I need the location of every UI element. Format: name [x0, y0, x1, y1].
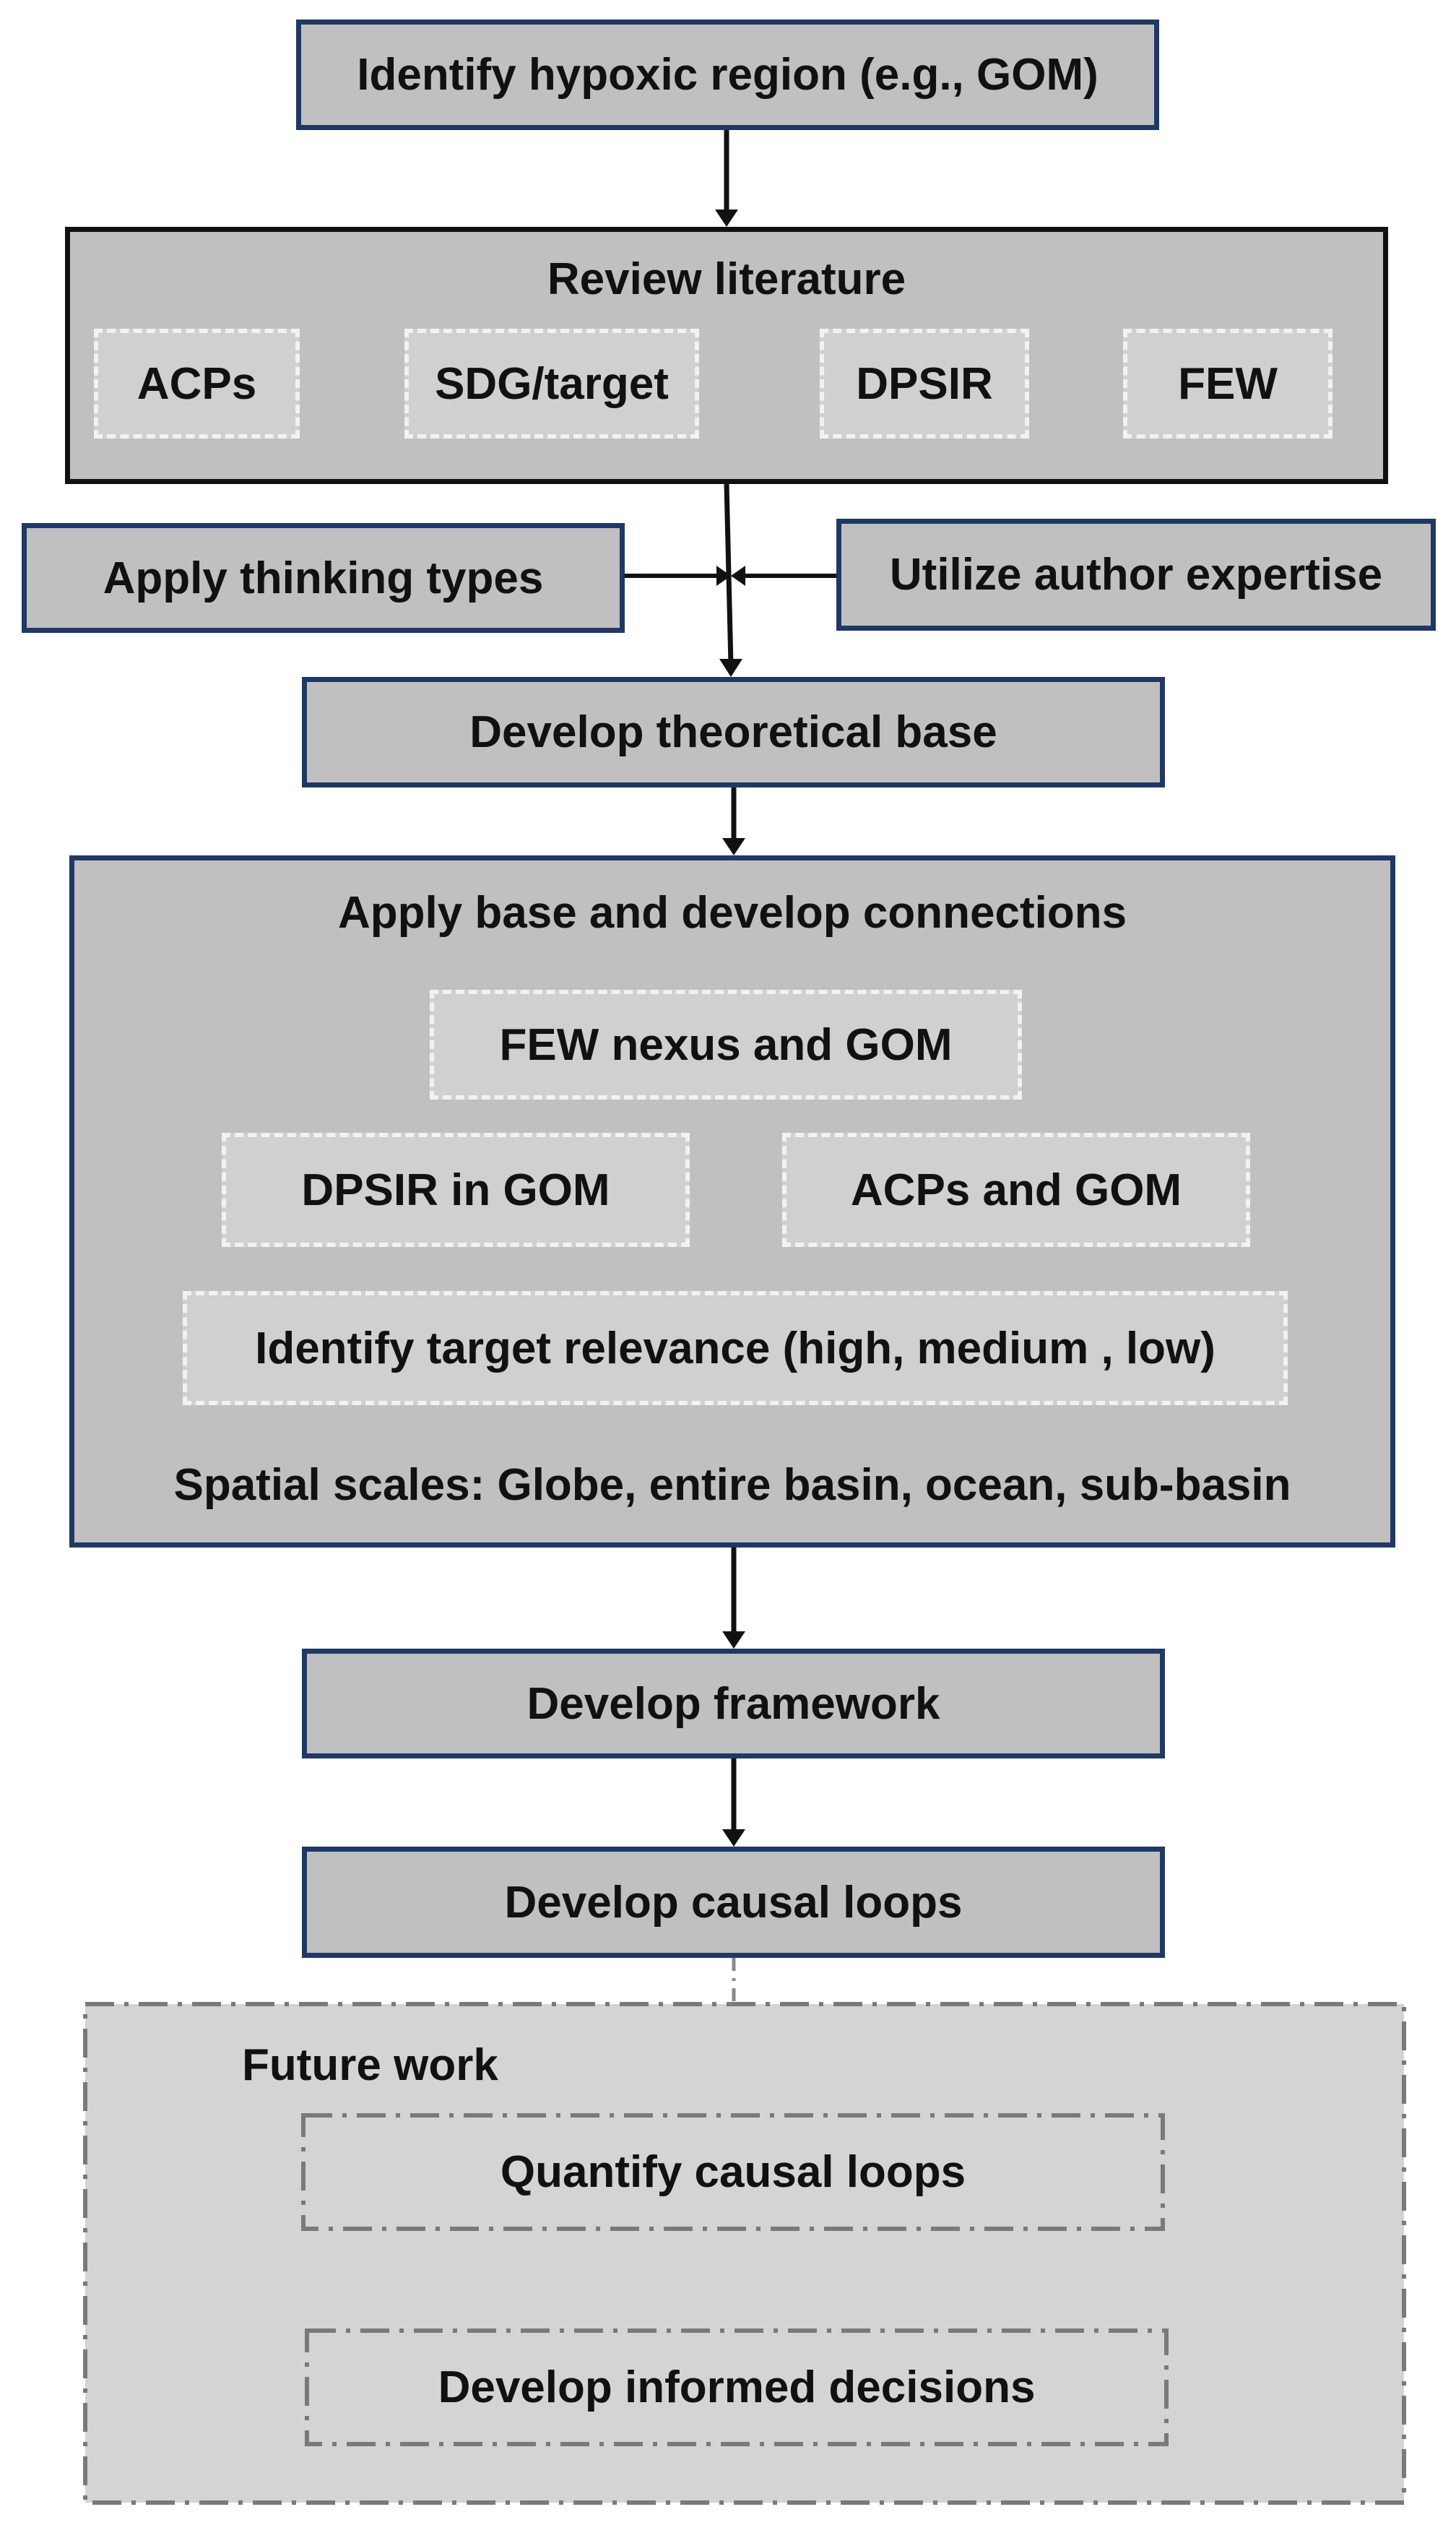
- identify-region-box: Identify hypoxic region (e.g., GOM): [296, 20, 1159, 130]
- spatial-scales-label: Spatial scales: Globe, entire basin, oce…: [173, 1460, 1291, 1510]
- causal-loops-box: Develop causal loops: [302, 1847, 1165, 1958]
- target-relevance-box: Identify target relevance (high, medium …: [183, 1291, 1288, 1405]
- review-item-dpsir: DPSIR: [820, 329, 1029, 439]
- framework-box: Develop framework: [302, 1649, 1165, 1758]
- review-literature-title: Review literature: [547, 254, 906, 304]
- few-nexus-box: FEW nexus and GOM: [430, 990, 1022, 1100]
- quantify-border: [301, 2113, 1165, 2231]
- quantify-loops-box: Quantify causal loops: [500, 2147, 966, 2197]
- author-expertise-box: Utilize author expertise: [836, 519, 1436, 631]
- apply-connections-title: Apply base and develop connections: [337, 888, 1127, 938]
- thinking-types-box: Apply thinking types: [22, 523, 625, 633]
- review-item-acps: ACPs: [94, 329, 300, 439]
- review-item-sdg: SDG/target: [404, 329, 699, 439]
- informed-decisions-box: Develop informed decisions: [438, 2362, 1036, 2412]
- theoretical-base-box: Develop theoretical base: [302, 677, 1165, 787]
- review-item-few: FEW: [1123, 329, 1332, 439]
- identify-region-label: Identify hypoxic region (e.g., GOM): [357, 50, 1098, 100]
- future-work-title: Future work: [242, 2040, 498, 2090]
- decisions-border: [305, 2328, 1169, 2446]
- dpsir-gom-box: DPSIR in GOM: [222, 1133, 690, 1247]
- acps-gom-box: ACPs and GOM: [782, 1133, 1250, 1247]
